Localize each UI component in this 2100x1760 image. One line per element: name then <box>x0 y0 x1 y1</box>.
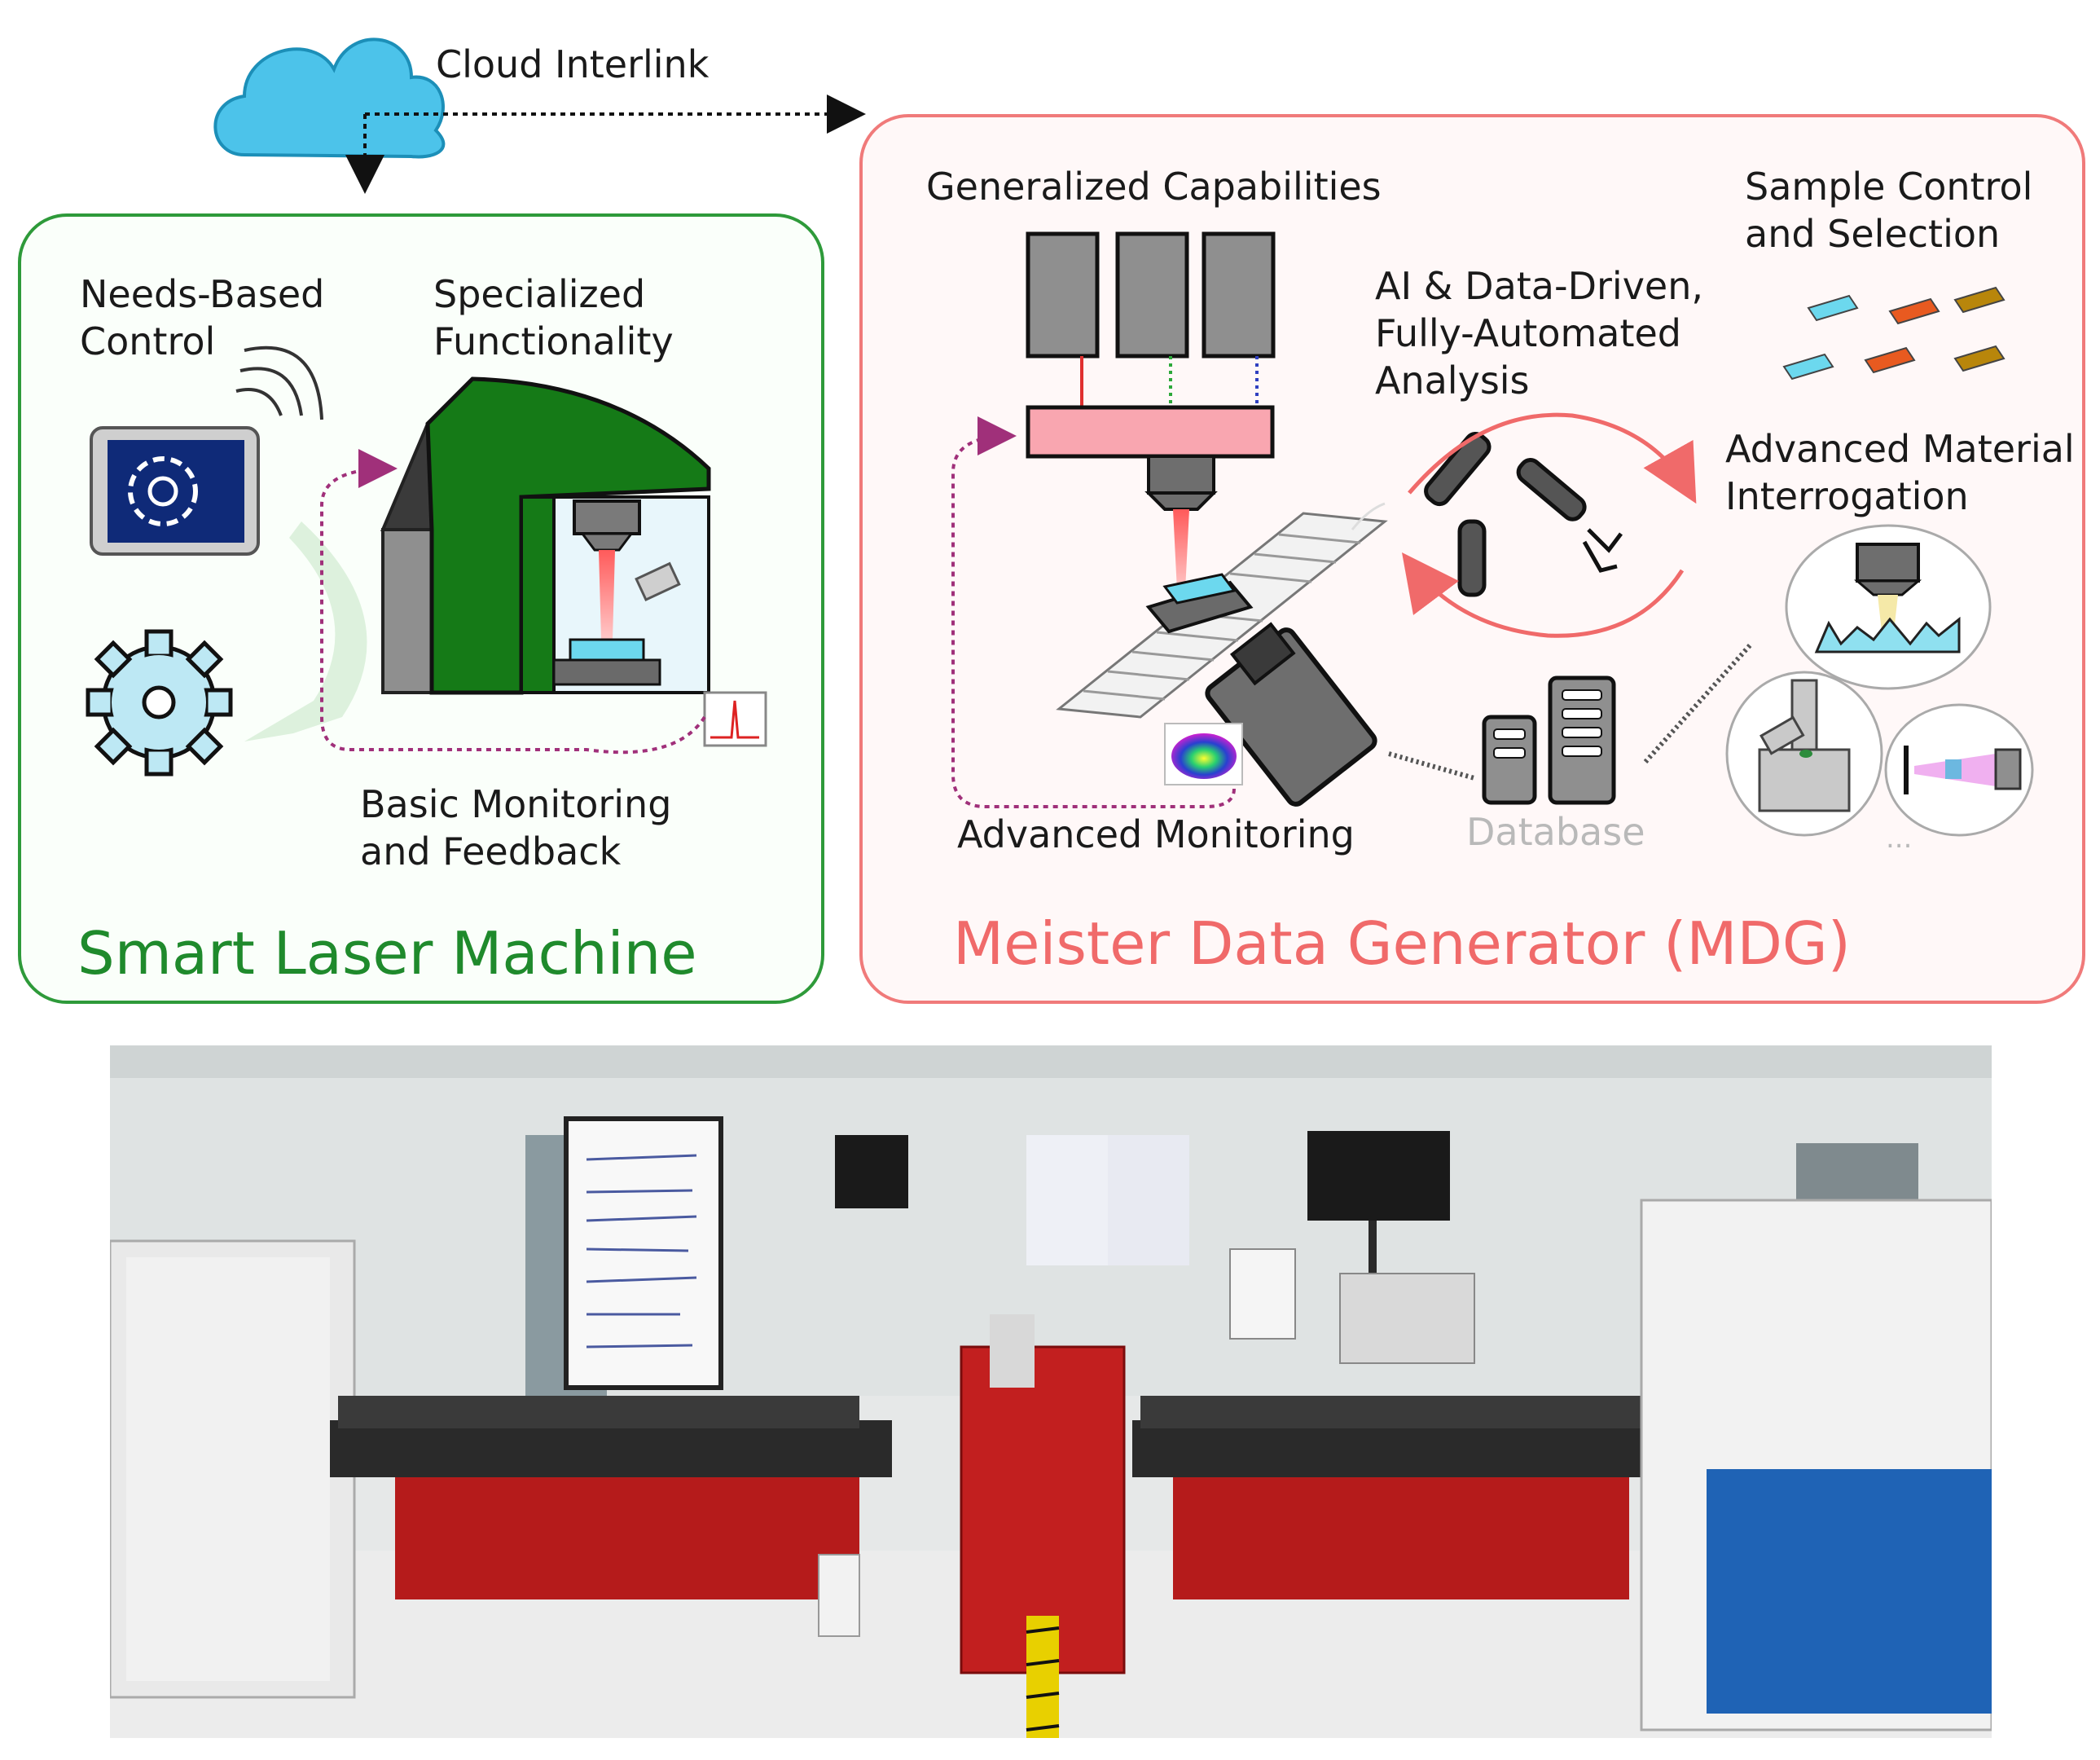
camera-icon <box>1205 622 1377 807</box>
robot-arm-icon <box>1424 431 1623 597</box>
needs-based-label-2: Control <box>80 319 216 363</box>
sample-control-label-2: and Selection <box>1745 212 2001 256</box>
sample-tiles <box>1782 286 2006 381</box>
more-ellipsis: ... <box>1886 822 1913 855</box>
tablet-gear-icon <box>90 426 260 556</box>
mdg-title: Meister Data Generator (MDG) <box>953 909 1851 978</box>
analysis-cycle-bottom <box>1401 552 1685 638</box>
advanced-interrogation-label-2: Interrogation <box>1725 474 1969 518</box>
basic-monitoring-label-2: and Feedback <box>360 829 622 873</box>
gear-icon <box>86 629 233 777</box>
sample-control-label-1: Sample Control <box>1745 165 2033 209</box>
capability-modules <box>1026 231 1276 359</box>
specialized-label-1: Specialized <box>433 272 646 316</box>
database-label: Database <box>1466 810 1645 854</box>
conveyor-track <box>1056 512 1388 719</box>
interrogation-circle-3 <box>1884 703 2034 837</box>
interrogation-circle-2 <box>1725 671 1883 837</box>
database-icon <box>1482 675 1616 805</box>
generalized-capabilities-label: Generalized Capabilities <box>926 165 1382 209</box>
advanced-feedback-loop <box>951 416 1236 808</box>
mdg-graphics <box>951 231 2034 837</box>
ai-analysis-label-3: Analysis <box>1375 359 1530 403</box>
thermal-map-icon <box>1164 723 1243 785</box>
cloud-links <box>345 95 866 194</box>
spectrum-icon <box>703 691 767 747</box>
cloud-interlink-label: Cloud Interlink <box>436 42 710 86</box>
interrogation-circle-1 <box>1785 524 1992 690</box>
lab-photo <box>110 1045 1992 1738</box>
ai-analysis-label-2: Fully-Automated <box>1375 311 1681 355</box>
smart-laser-machine-title: Smart Laser Machine <box>77 919 697 988</box>
advanced-interrogation-label-1: Advanced Material <box>1725 427 2075 471</box>
wireless-icon <box>235 345 323 420</box>
ai-analysis-label-1: AI & Data-Driven, <box>1375 264 1703 308</box>
slm-graphics <box>86 345 767 777</box>
analysis-cycle-top <box>1408 412 1697 504</box>
laser-machine-icon <box>380 376 711 695</box>
lab-photo-drawing <box>110 1045 1992 1738</box>
needs-based-label-1: Needs-Based <box>80 272 325 316</box>
feedback-green-arrow <box>244 521 367 741</box>
specialized-label-2: Functionality <box>433 319 674 363</box>
diagram-canvas <box>213 37 866 194</box>
cloud-icon <box>213 37 446 159</box>
basic-feedback-loop <box>320 449 706 755</box>
basic-monitoring-label-1: Basic Monitoring <box>360 782 672 826</box>
advanced-monitoring-label: Advanced Monitoring <box>957 812 1355 856</box>
capability-hub <box>1026 405 1275 459</box>
